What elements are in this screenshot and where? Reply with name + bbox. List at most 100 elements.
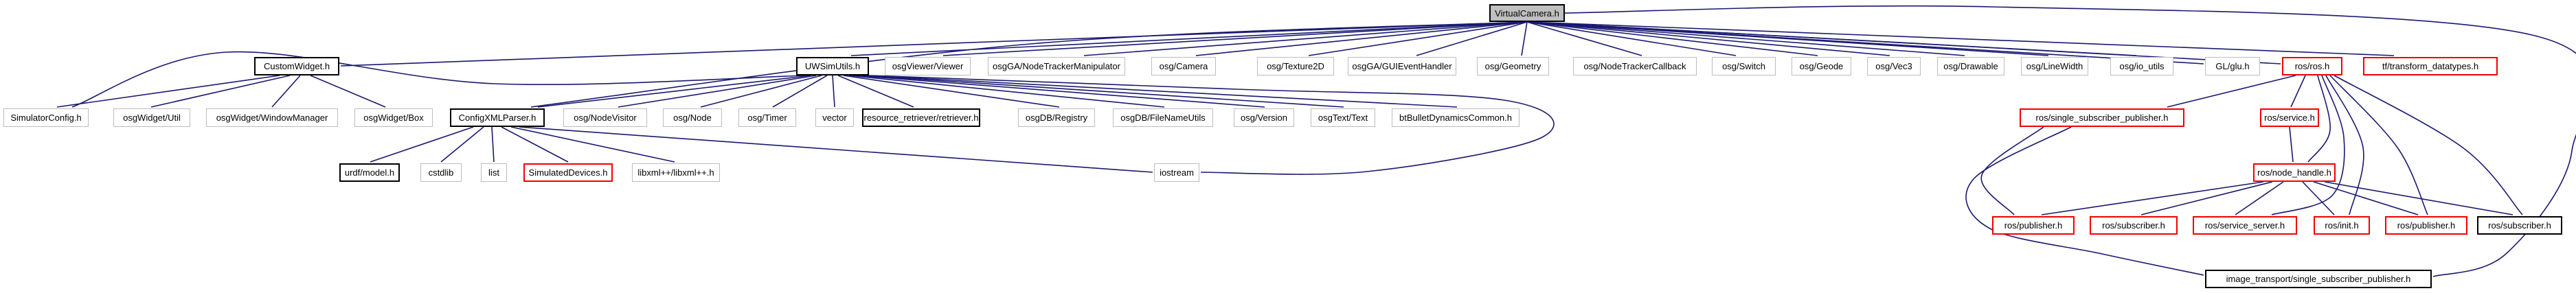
edge-vc-to-tex [1308,21,1528,56]
node-registry-osgdb-registry: osgDB/Registry [1018,108,1095,127]
edge-vc-to-ntm [1083,21,1528,56]
edge-uw-to-node [700,75,822,108]
node-ntm-osgga-nodetrackermanipulator: osgGA/NodeTrackerManipulator [988,57,1125,75]
edge-uw-to-vector [832,75,835,108]
edge-uw-to-fnu [848,75,1165,108]
node-osgswitch-osg-switch: osg/Switch [1712,57,1776,75]
edge-uw-to-retriever [837,75,914,108]
edge-nh-to-pubr [2313,181,2419,215]
edge-cx-to-iostream [519,126,1153,173]
node-nodevisitor-osg-nodevisitor: osg/NodeVisitor [563,108,647,127]
edge-uw-to-nodevisitor [618,75,817,108]
edge-uw-to-btb [865,75,1458,108]
edge-ros-to-init [2325,75,2364,215]
node-init-ros-init-h[interactable]: ros/init.h [2314,216,2370,235]
edge-cw-to-wutil [150,75,291,108]
node-rossvc-ros-service-h[interactable]: ros/service.h [2260,108,2319,127]
edge-vc-to-geode [1526,21,1818,56]
edge-cx-to-libxml [510,126,675,163]
node-libxml-libxml-libxml-h: libxml++/libxml++.h [632,163,720,182]
node-geh-osgga-guieventhandler: osgGA/GUIEventHandler [1348,57,1456,75]
edge-cw-to-wwm [271,75,301,108]
node-imgt-image-transport-single-subscriber-publisher-h[interactable]: image_transport/single_subscriber_publis… [2205,270,2432,288]
edge-rossvc-to-nh [2289,126,2294,163]
edge-ros-to-ssp [2167,75,2296,108]
node-vc-virtualcamera-h: VirtualCamera.h [1489,4,1565,22]
node-tf-tf-transform-datatypes-h[interactable]: tf/transform_datatypes.h [2363,57,2498,75]
node-version-osg-version: osg/Version [1234,108,1294,127]
node-ntc-osg-nodetrackercallback: osg/NodeTrackerCallback [1573,57,1697,75]
edge-vc-to-cam [1195,21,1528,56]
node-cw-customwidget-h[interactable]: CustomWidget.h [254,57,339,75]
node-cam-osg-camera: osg/Camera [1151,57,1216,75]
node-ioutils-osg-io-utils: osg/io_utils [2110,57,2173,75]
edge-cx-to-cstdlib [440,126,484,163]
edge-vc-to-viewer [942,21,1528,56]
node-urdf-urdf-model-h[interactable]: urdf/model.h [339,163,400,182]
edge-vc-to-ros [1526,21,2281,65]
edge-vc-to-osgswitch [1526,21,1737,56]
edge-nh-to-subl [2140,181,2273,215]
node-ssp-ros-single-subscriber-publisher-h[interactable]: ros/single_subscriber_publisher.h [2020,108,2184,127]
node-geom-osg-geometry: osg/Geometry [1477,57,1549,75]
edge-vc-to-geh [1416,21,1528,56]
node-subl-ros-subscriber-h[interactable]: ros/subscriber.h [2090,216,2178,235]
node-drawable-osg-drawable: osg/Drawable [1937,57,2004,75]
edge-cx-to-urdf [370,126,474,163]
edge-ros-to-rossvc [2290,75,2306,108]
edge-ros-to-srvsrv [2271,75,2345,215]
edge-cx-to-list [491,126,495,163]
node-glu-gl-glu-h: GL/glu.h [2205,57,2260,75]
edge-vc-to-uw [850,21,1528,56]
edge-uw-to-cx [537,75,811,108]
node-osgtext-osgtext-text: osgText/Text [1311,108,1375,127]
node-geode-osg-geode: osg/Geode [1792,57,1851,75]
edge-ssp-to-imgt [1965,126,2204,276]
edge-vc-to-vec3 [1526,21,1890,56]
node-node-osg-node: osg/Node [663,108,722,127]
node-btb-btbulletdynamicscommon-h: btBulletDynamicsCommon.h [1392,108,1519,127]
node-ros-ros-ros-h[interactable]: ros/ros.h [2282,57,2342,75]
node-cstdlib-cstdlib: cstdlib [420,163,462,182]
edge-cw-to-wbox [310,75,386,108]
node-srvsrv-ros-service-server-h[interactable]: ros/service_server.h [2193,216,2297,235]
edge-uw-to-registry [843,75,1060,108]
node-subr-ros-subscriber-h[interactable]: ros/subscriber.h [2477,216,2562,235]
edge-nh-to-publ [2041,181,2264,215]
edge-vc-to-tf [1526,21,2395,56]
edge-ros-to-subr [2334,75,2523,215]
edge-uw-to-osgtext [859,75,1344,108]
edge-nh-to-srvsrv [2235,181,2284,215]
node-retriever-resource-retriever-retriever-h[interactable]: resource_retriever/retriever.h [862,108,980,127]
node-viewer-osgviewer-viewer: osgViewer/Viewer [885,57,971,75]
edge-cx-to-simdev [501,126,569,163]
edge-vc-to-geom [1521,21,1528,56]
edge-ssp-to-publ [1980,126,2044,215]
node-timer-osg-timer: osg/Timer [738,108,796,127]
node-iostream-iostream: iostream [1154,163,1199,182]
node-tex-osg-texture2d: osg/Texture2D [1257,57,1334,75]
node-nh-ros-node-handle-h[interactable]: ros/node_handle.h [2253,163,2336,182]
edge-nh-to-subr [2324,181,2513,215]
node-wbox-osgwidget-box: osgWidget/Box [354,108,433,127]
node-list-list: list [481,163,507,182]
node-publ-ros-publisher-h[interactable]: ros/publisher.h [1992,216,2075,235]
node-fnu-osgdb-filenameutils: osgDB/FileNameUtils [1113,108,1213,127]
node-simdev-simulateddevices-h[interactable]: SimulatedDevices.h [523,163,613,182]
edge-vc-to-ntc [1526,21,1642,56]
node-simconfig-simulatorconfig-h: SimulatorConfig.h [3,108,89,127]
edge-uw-to-version [854,75,1265,108]
edge-ros-to-nh [2307,75,2331,163]
node-wwm-osgwidget-windowmanager: osgWidget/WindowManager [206,108,338,127]
edge-nh-to-init [2302,181,2335,215]
edge-vc-to-cx [530,21,1528,108]
node-uw-uwsimutils-h[interactable]: UWSimUtils.h [796,57,869,75]
edge-vc-to-drawable [1526,21,1965,56]
node-cx-configxmlparser-h[interactable]: ConfigXMLParser.h [450,108,545,127]
edge-uw-to-timer [772,75,828,108]
edge-vc-to-glu [1526,21,2204,65]
node-linewidth-osg-linewidth: osg/LineWidth [2021,57,2088,75]
node-pubr-ros-publisher-h[interactable]: ros/publisher.h [2385,216,2467,235]
